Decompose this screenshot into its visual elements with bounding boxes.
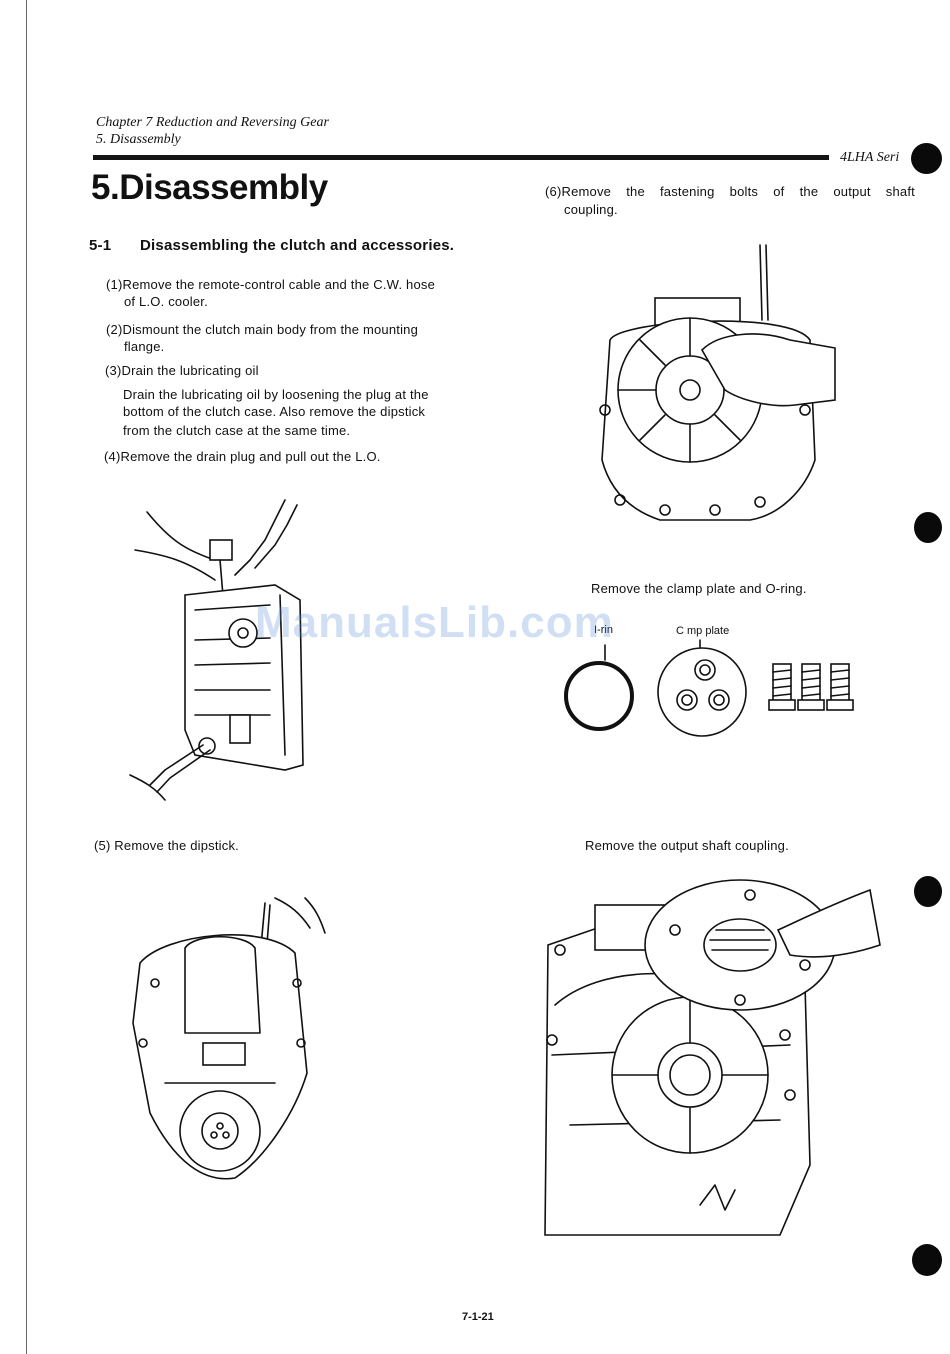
binder-hole-marker xyxy=(912,1244,942,1276)
page-number: 7-1-21 xyxy=(462,1311,494,1323)
step-6-line-2: coupling. xyxy=(564,202,618,217)
step-3-line-3: bottom of the clutch case. Also remove t… xyxy=(123,404,426,419)
binder-hole-marker xyxy=(914,512,942,543)
step-2-line-1: (2)Dismount the clutch main body from th… xyxy=(106,322,419,337)
step-3-line-1: (3)Drain the lubricating oil xyxy=(105,363,259,378)
figure-dipstick-illustration xyxy=(132,897,326,1180)
step-3-line-4: from the clutch case at the same time. xyxy=(123,423,351,438)
binder-hole-marker xyxy=(911,143,942,174)
header-rule xyxy=(93,155,829,160)
caption-clamp-plate: Remove the clamp plate and O-ring. xyxy=(591,581,807,596)
subsection-number: 5-1 xyxy=(89,237,112,254)
figure-clamp-parts-illustration xyxy=(564,639,854,737)
label-o-ring: I-rin xyxy=(594,624,613,636)
figure-output-coupling-illustration xyxy=(544,879,881,1236)
caption-output-coupling: Remove the output shaft coupling. xyxy=(585,838,789,853)
label-clamp-plate: C mp plate xyxy=(676,625,730,637)
step-2-line-2: flange. xyxy=(124,339,165,354)
step-5-caption: (5) Remove the dipstick. xyxy=(94,838,239,853)
section-title: 5. Disassembly xyxy=(96,132,181,147)
chapter-title: Chapter 7 Reduction and Reversing Gear xyxy=(96,115,329,130)
subsection-title: Disassembling the clutch and accessories… xyxy=(140,237,455,254)
figure-coupling-bolts-illustration xyxy=(599,244,836,521)
figure-clutch-drain-illustration xyxy=(129,499,304,801)
watermark: ManualsLib.com xyxy=(255,598,614,647)
step-3-line-2: Drain the lubricating oil by loosening t… xyxy=(123,387,429,402)
step-4-line-1: (4)Remove the drain plug and pull out th… xyxy=(104,449,381,464)
page-margin-line xyxy=(26,0,27,1354)
series-label: 4LHA Seri xyxy=(840,150,900,165)
step-1-line-1: (1)Remove the remote-control cable and t… xyxy=(106,277,436,292)
page-heading: 5.Disassembly xyxy=(91,168,328,207)
step-6-line-1: (6)Remove the fastening bolts of the out… xyxy=(545,184,915,199)
step-1-line-2: of L.O. cooler. xyxy=(124,294,208,309)
binder-hole-marker xyxy=(914,876,942,907)
